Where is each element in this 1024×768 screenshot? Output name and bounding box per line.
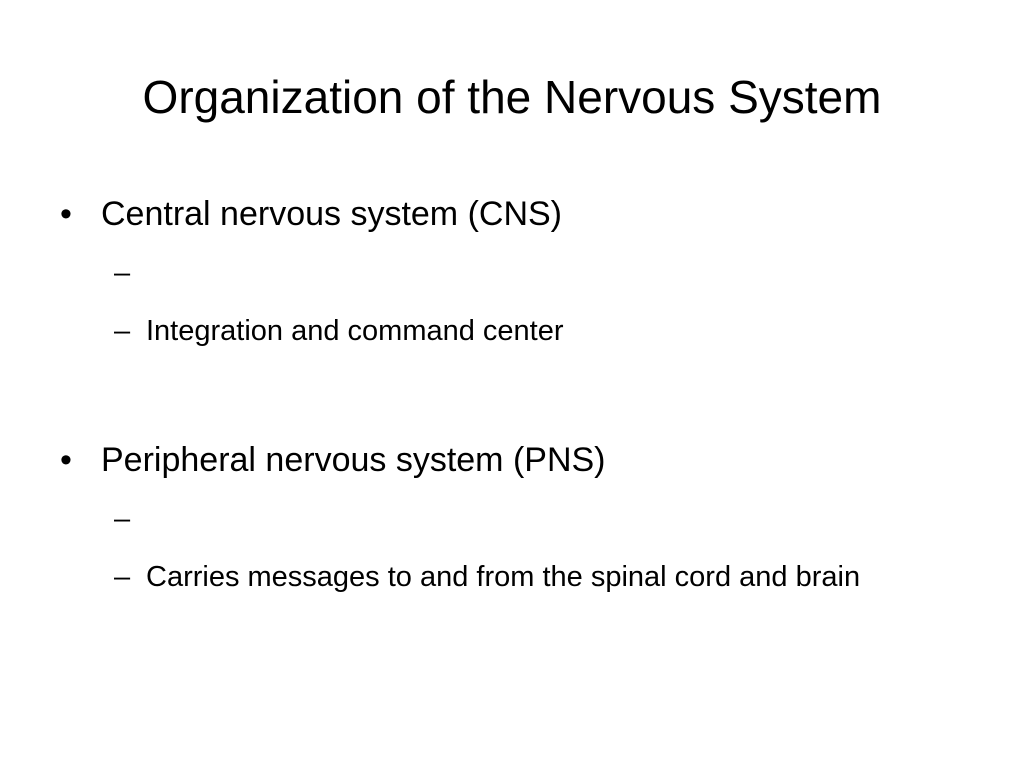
sub-marker: – [114, 561, 131, 593]
sub-item-text: Carries messages to and from the spinal … [146, 561, 861, 593]
sub-item-text: Integration and command center [146, 315, 564, 347]
slide-title: Organization of the Nervous System [142, 71, 882, 123]
sub-marker: – [114, 257, 131, 289]
bullet-text-cns: Central nervous system (CNS) [101, 195, 563, 233]
bullet-text-pns: Peripheral nervous system (PNS) [101, 441, 606, 479]
sub-marker: – [114, 315, 131, 347]
sub-marker: – [114, 503, 131, 535]
bullet-marker: • [60, 195, 72, 233]
bullet-marker: • [60, 441, 72, 479]
